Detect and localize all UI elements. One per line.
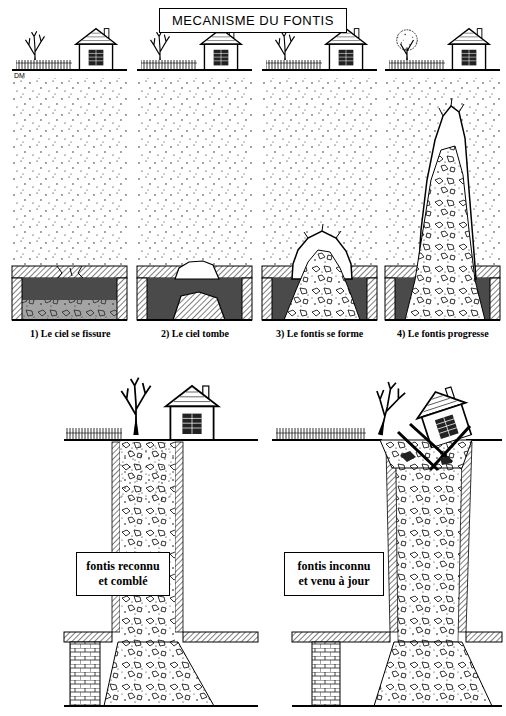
diagram-title: MECANISME DU FONTIS bbox=[159, 8, 347, 33]
stage-panel-4 bbox=[439, 98, 464, 116]
stage-panel-3 bbox=[284, 250, 360, 320]
collapsed-sinkhole bbox=[400, 451, 452, 465]
collapsed-sinkhole bbox=[396, 452, 462, 642]
stage-caption: 3) Le fontis se forme bbox=[276, 328, 363, 339]
filled-sinkhole bbox=[112, 442, 120, 632]
stage-panel-2 bbox=[137, 78, 252, 266]
collapsed-sinkhole bbox=[367, 379, 407, 439]
filled-sinkhole bbox=[120, 442, 175, 502]
label-box: fontis inconnu et venu à jour bbox=[284, 552, 384, 596]
stage-panel-4 bbox=[389, 60, 445, 70]
collapsed-sinkhole bbox=[466, 632, 502, 642]
stage-panel-1 bbox=[57, 266, 83, 278]
author-signature: DM bbox=[14, 72, 25, 79]
filled-sinkhole bbox=[64, 705, 258, 707]
stage-panel-3 bbox=[262, 29, 377, 320]
stage-panel-4 bbox=[385, 29, 500, 320]
stage-panel-2 bbox=[141, 60, 197, 70]
stage-panel-2 bbox=[137, 278, 147, 320]
stage-panel-2 bbox=[147, 278, 242, 320]
stage-caption: 1) Le ciel se fissure bbox=[30, 328, 110, 339]
stage-panel-1 bbox=[12, 319, 127, 321]
filled-sinkhole bbox=[70, 642, 100, 706]
collapsed-sinkhole bbox=[292, 632, 390, 642]
stage-panel-2 bbox=[137, 29, 252, 320]
filled-sinkhole bbox=[64, 378, 258, 706]
stage-panel-2 bbox=[137, 69, 252, 71]
stage-caption: 4) Le fontis progresse bbox=[397, 328, 489, 339]
collapsed-sinkhole bbox=[411, 384, 476, 449]
stage-panel-4 bbox=[490, 278, 500, 320]
stage-panel-3 bbox=[262, 319, 377, 321]
stage-panel-1 bbox=[22, 278, 117, 320]
filled-sinkhole bbox=[64, 439, 258, 441]
stage-panel-1 bbox=[12, 29, 127, 320]
stage-panel-4 bbox=[385, 319, 500, 321]
stage-panel-4 bbox=[385, 69, 500, 71]
stage-panel-1 bbox=[12, 78, 127, 266]
stage-caption: 2) Le ciel tombe bbox=[161, 328, 229, 339]
stage-panel-1 bbox=[117, 278, 127, 320]
collapsed-sinkhole bbox=[276, 428, 366, 440]
collapsed-sinkhole bbox=[411, 384, 476, 449]
collapsed-sinkhole bbox=[367, 379, 407, 439]
collapsed-sinkhole bbox=[292, 705, 502, 707]
stage-panel-1 bbox=[12, 266, 127, 278]
stage-panel-3 bbox=[304, 224, 341, 238]
filled-sinkhole bbox=[104, 642, 214, 706]
filled-sinkhole bbox=[166, 386, 219, 440]
box-text: fontis inconnu et venu à jour bbox=[292, 559, 376, 589]
filled-sinkhole bbox=[120, 442, 175, 642]
collapsed-sinkhole bbox=[272, 379, 502, 706]
collapsed-sinkhole bbox=[272, 439, 382, 441]
stage-panel-4 bbox=[385, 278, 395, 320]
label-box: fontis reconnu et comblé bbox=[76, 552, 170, 596]
box-text: fontis reconnu et comblé bbox=[84, 559, 162, 589]
stage-panel-2 bbox=[173, 292, 225, 320]
filled-sinkhole bbox=[175, 442, 183, 632]
stage-panel-3 bbox=[367, 278, 377, 320]
stage-panel-3 bbox=[266, 60, 322, 70]
collapsed-sinkhole bbox=[374, 642, 492, 706]
filled-sinkhole bbox=[66, 428, 122, 440]
filled-sinkhole bbox=[64, 632, 112, 642]
stage-panel-3 bbox=[262, 278, 272, 320]
stage-panel-4 bbox=[449, 29, 489, 70]
stage-panel-1 bbox=[22, 300, 117, 320]
collapsed-sinkhole bbox=[398, 424, 470, 470]
stage-panel-4 bbox=[405, 146, 485, 320]
stage-panel-2 bbox=[175, 261, 219, 279]
filled-sinkhole bbox=[183, 632, 258, 642]
stage-panel-1 bbox=[12, 278, 22, 320]
stage-panel-3 bbox=[262, 69, 377, 71]
collapsed-sinkhole bbox=[312, 642, 340, 706]
stage-panel-3 bbox=[326, 29, 366, 70]
stage-panel-2 bbox=[201, 29, 241, 70]
stage-panel-1 bbox=[76, 29, 116, 70]
stage-panel-2 bbox=[242, 278, 252, 320]
stage-panel-1 bbox=[16, 60, 72, 70]
stage-panel-1 bbox=[12, 69, 127, 71]
stage-panel-2 bbox=[137, 319, 252, 321]
collapsed-sinkhole bbox=[380, 440, 472, 468]
filled-sinkhole bbox=[121, 378, 150, 435]
